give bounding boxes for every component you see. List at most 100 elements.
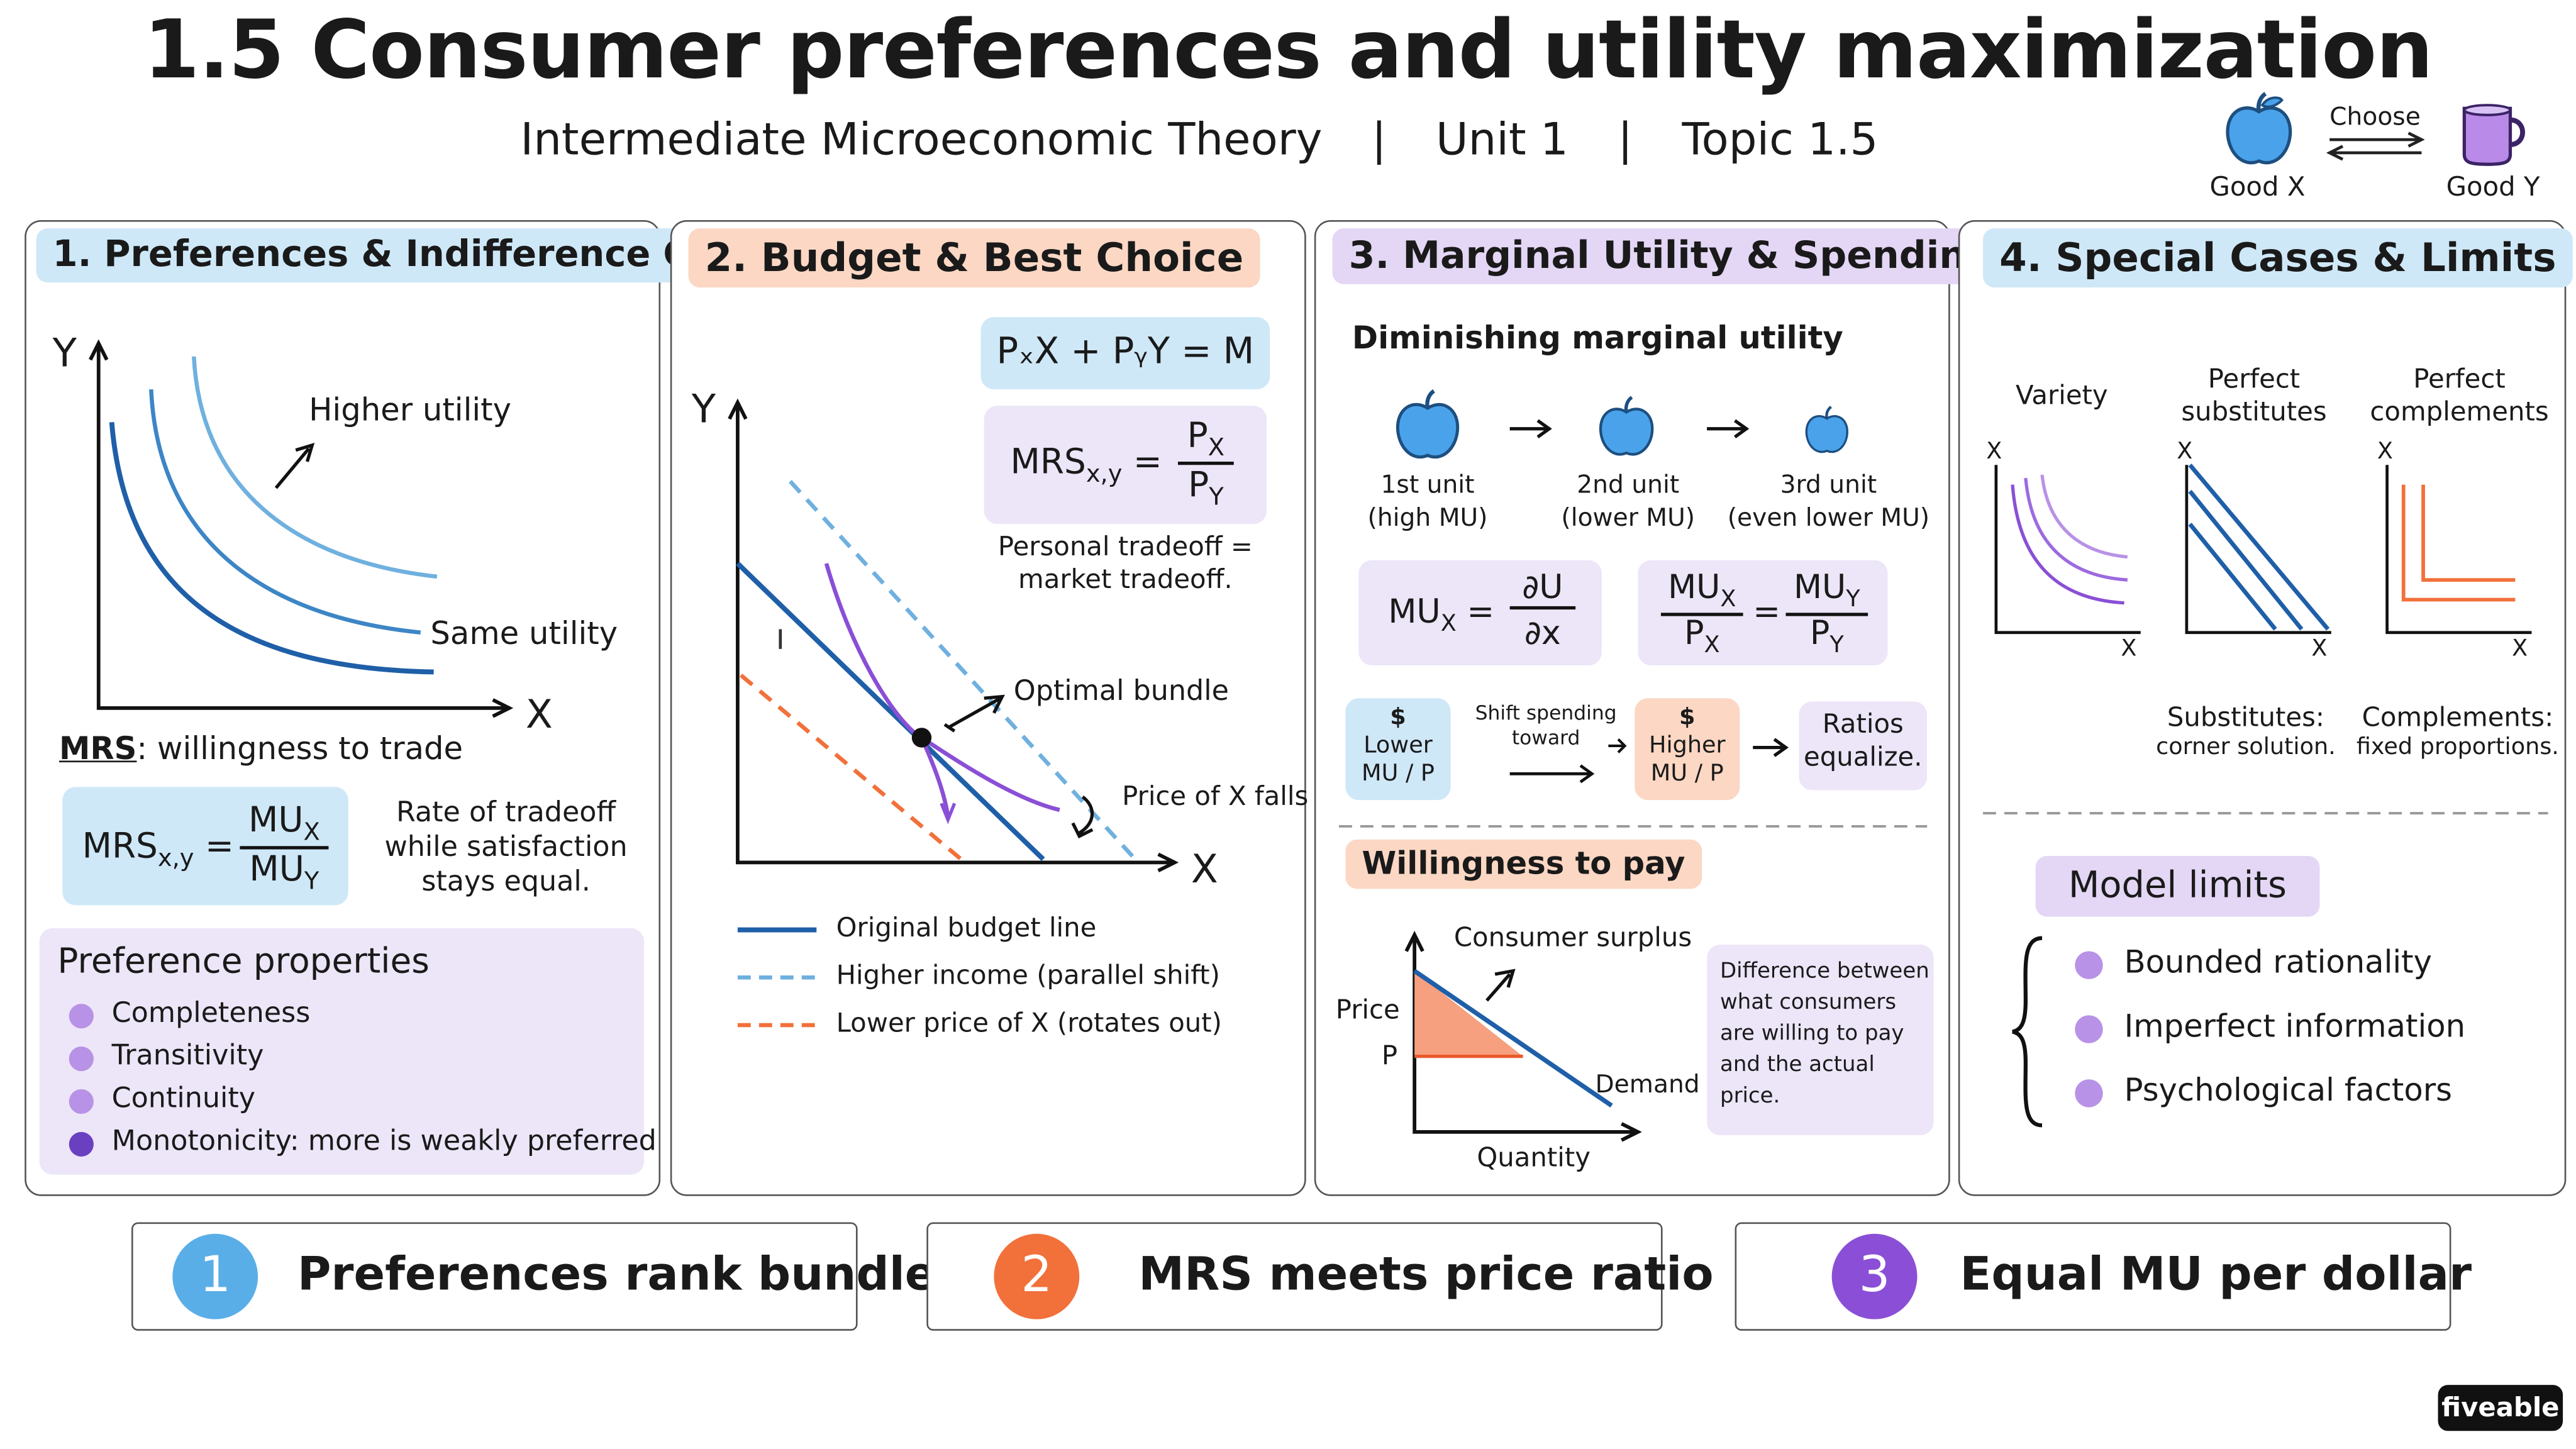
apple-icon: [1599, 396, 1654, 456]
limit-item: Bounded rationality: [2124, 945, 2433, 981]
dashed-divider: [1338, 824, 1928, 828]
property-item: Monotonicity: more is weakly preferred: [111, 1125, 657, 1158]
unit-label: 1st unit(high MU): [1367, 470, 1488, 533]
apple-icon: [2226, 92, 2292, 165]
bullet-icon: [69, 1089, 94, 1114]
mrs-ratio-lhs: MRSx,y =: [1010, 441, 1162, 489]
x-axis-label: X: [1191, 846, 1218, 892]
complements-note: Complements: fixed proportions.: [2356, 701, 2559, 761]
mrs-desc: : willingness to trade: [136, 731, 464, 767]
mrs-numerator: MUX: [240, 800, 329, 850]
brand-logo[interactable]: fiveable: [2438, 1385, 2563, 1431]
panel-title: 3. Marginal Utility & Spending: [1332, 228, 2010, 284]
indifference-curve-chart: [89, 339, 514, 718]
takeaway-text: MRS meets price ratio: [1138, 1246, 1714, 1301]
legend-swatch-solid: [737, 927, 817, 933]
bullet-icon: [2075, 1079, 2103, 1108]
arrow-right-icon: [1509, 764, 1595, 784]
unit-label: 2nd unit(lower MU): [1561, 470, 1696, 533]
takeaway-card: 3 Equal MU per dollar: [1735, 1222, 2472, 1331]
tradeoff-note: Personal tradeoff = market tradeoff.: [997, 530, 1253, 595]
panel-special-cases: 4. Special Cases & Limits Variety Perfec…: [1958, 220, 2573, 1196]
takeaway-number: 2: [994, 1233, 1080, 1319]
price-falls-label: Price of X falls: [1122, 780, 1309, 812]
bullet-icon: [69, 1004, 94, 1029]
mu-y-numerator: MUY: [1785, 567, 1868, 616]
arrow-right-icon: [1707, 419, 1750, 438]
legend-item: Original budget line: [836, 911, 1097, 943]
legend-item: Lower price of X (rotates out): [836, 1007, 1222, 1038]
course-name: Intermediate Microeconomic Theory: [520, 114, 1323, 166]
complements-chart: [2385, 465, 2532, 635]
properties-title: Preference properties: [57, 941, 430, 981]
price-ratio-numerator: PX: [1177, 416, 1234, 465]
mrs-formula-lhs: MRSx,y =: [82, 826, 234, 873]
page-subtitle: Intermediate Microeconomic Theory | Unit 1…: [0, 115, 2399, 166]
axis-label: X: [2512, 635, 2528, 662]
page-title: 1.5 Consumer preferences and utility max…: [143, 3, 2433, 97]
price-level-label: P: [1381, 1040, 1398, 1072]
legend-swatch-dashed-blue: [737, 975, 817, 980]
arrow-right-icon: [1608, 738, 1627, 753]
good-y-label: Good Y: [2446, 170, 2540, 203]
same-utility-label: Same utility: [430, 616, 618, 653]
mu-formula-lhs: MUX =: [1388, 591, 1495, 638]
mrs-denominator: MUY: [249, 849, 319, 896]
separator: |: [1371, 114, 1387, 166]
panel-title: 2. Budget & Best Choice: [688, 228, 1260, 288]
variety-chart: [1994, 465, 2141, 635]
choose-label: Choose: [2329, 101, 2421, 131]
x-axis-label: X: [525, 691, 553, 738]
panel-title: 4. Special Cases & Limits: [1982, 228, 2573, 288]
ratios-equalize-box: Ratios equalize.: [1799, 701, 1928, 791]
wtp-title: Willingness to pay: [1345, 839, 1702, 889]
bullet-icon: [2075, 951, 2103, 979]
axis-label: X: [2177, 438, 2193, 465]
arrow-right-icon: [1509, 419, 1552, 438]
takeaway-card: 2 MRS meets price ratio: [926, 1222, 1714, 1331]
panel-budget: 2. Budget & Best Choice PₓX + PᵧY = M MR…: [670, 220, 1309, 1196]
topic-label: Topic 1.5: [1682, 114, 1879, 166]
mu-x-numerator: MUX: [1660, 567, 1743, 616]
bullet-icon: [2075, 1015, 2103, 1043]
tradeoff-note: Rate of tradeoff while satisfaction stay…: [384, 796, 628, 899]
substitutes-note: Substitutes: corner solution.: [2156, 701, 2336, 761]
mrs-definition: MRS: willingness to trade: [59, 731, 463, 767]
shift-spending-label: Shift spending toward: [1475, 701, 1617, 750]
price-ratio-denominator: PY: [1188, 465, 1224, 511]
limit-item: Psychological factors: [2124, 1072, 2453, 1109]
demand-label: Demand: [1595, 1069, 1700, 1099]
bullet-icon: [69, 1046, 94, 1072]
brace-icon: [2012, 936, 2043, 1128]
unit-label: Unit 1: [1436, 114, 1568, 166]
higher-utility-label: Higher utility: [309, 392, 512, 429]
property-item: Transitivity: [111, 1040, 264, 1073]
dmu-title: Diminishing marginal utility: [1352, 320, 1843, 357]
takeaway-number: 3: [1831, 1233, 1918, 1319]
optimal-bundle-label: Optimal bundle: [1013, 675, 1229, 708]
consumer-surplus-label: Consumer surplus: [1453, 921, 1692, 953]
y-axis-label: Y: [691, 386, 716, 433]
cs-note-box: Difference between what consumers are wi…: [1707, 945, 1934, 1136]
quantity-axis-label: Quantity: [1477, 1141, 1591, 1174]
takeaway-text: Equal MU per dollar: [1960, 1246, 2472, 1301]
consumer-surplus-chart: [1404, 930, 1642, 1142]
y-axis-label: Y: [52, 330, 77, 377]
substitutes-chart: [2185, 464, 2331, 635]
apple-icon: [1396, 389, 1460, 459]
limit-item: Imperfect information: [2124, 1008, 2466, 1045]
takeaway-text: Preferences rank bundles: [297, 1246, 963, 1301]
axis-label: X: [2311, 635, 2328, 662]
takeaway-card: 1 Preferences rank bundles: [131, 1222, 963, 1331]
dashed-divider: [1982, 812, 2548, 815]
arrow-right-icon: [1753, 738, 1789, 757]
property-item: Completeness: [111, 997, 311, 1030]
legend-swatch-dashed-orange: [737, 1023, 817, 1028]
axis-label: X: [2377, 438, 2393, 465]
equal-mu-formula-box: MUX PX = MUY PY: [1638, 560, 1888, 665]
case-title-variety: Variety: [2016, 379, 2108, 411]
mu-denominator: ∂x: [1524, 613, 1561, 653]
